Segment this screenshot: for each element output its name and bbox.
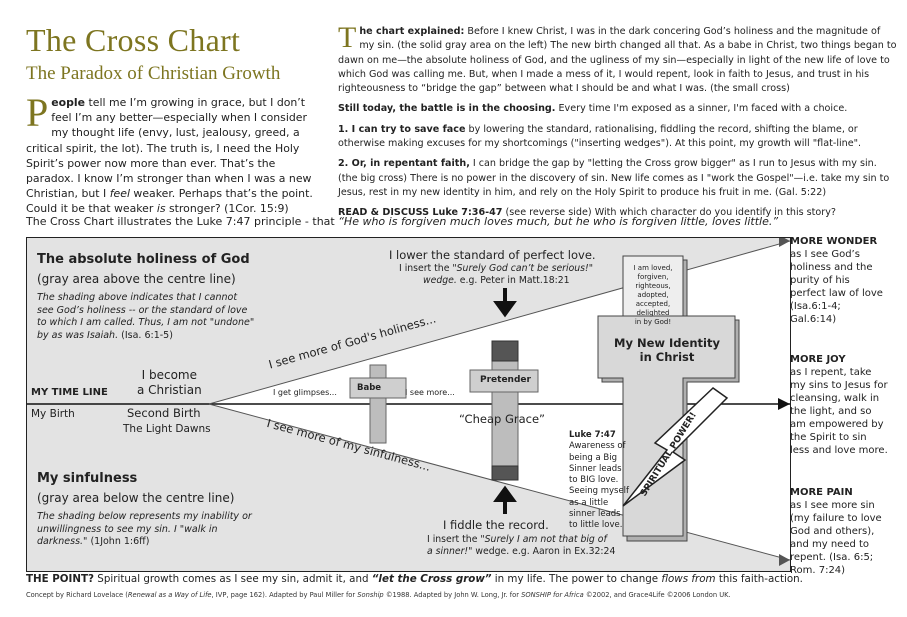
holiness-title: The absolute holiness of God (37, 252, 250, 267)
intro-dropcap: P (26, 90, 49, 135)
glimpses-label: I get glimpses... (273, 388, 337, 397)
principle-line: The Cross Chart illustrates the Luke 7:4… (26, 215, 778, 228)
joy-arrow-icon (778, 398, 790, 410)
explained-text-5: (see reverse side) With which character … (502, 207, 837, 219)
wonder-arrow-icon (779, 238, 790, 247)
identity-list: I am loved,forgiven,righteous,adopted,ac… (633, 264, 673, 326)
cross-chart-diagram: The absolute holiness of God (gray area … (26, 237, 791, 572)
explained-head-3: 1. I can try to save face (338, 123, 466, 135)
pain-arrow-icon (779, 554, 790, 566)
lower-standard-line-2: I insert the "Surely God can’t be seriou… (399, 263, 594, 274)
explained-para-4: 2. Or, in repentant faith, I can bridge … (338, 157, 898, 200)
sinfulness-subtitle: (gray area below the centre line) (37, 491, 235, 505)
sinfulness-shading (27, 404, 790, 571)
principle-text: The Cross Chart illustrates the Luke 7:4… (26, 215, 339, 228)
the-point: THE POINT? Spiritual growth comes as I s… (26, 573, 803, 585)
sinfulness-line (208, 403, 790, 561)
lightning-icon (622, 387, 729, 507)
intro-text-1: tell me I’m growing in grace, but I don’… (26, 96, 312, 201)
lower-standard-title: I lower the standard of perfect love. (389, 248, 596, 262)
sinfulness-note: The shading below represents my inabilit… (37, 511, 252, 547)
lower-standard-line-3: wedge. e.g. Peter in Matt.18:21 (423, 275, 570, 286)
see-more-label: I see more... (405, 388, 455, 397)
credit-line: Concept by Richard Lovelace (Renewal as … (26, 591, 731, 599)
holiness-line (208, 240, 790, 405)
page-subtitle: The Paradox of Christian Growth (26, 63, 281, 84)
page-title: The Cross Chart (26, 22, 241, 58)
second-birth-label: Second Birth (127, 406, 201, 420)
fiddle-record-title: I fiddle the record. (443, 518, 549, 532)
explained-text-3: by lowering the standard, rationalising,… (338, 123, 862, 150)
explained-text-1: Before I knew Christ, I was in the dark … (338, 26, 897, 95)
fiddle-record-line-3: a sinner!" wedge. e.g. Aaron in Ex.32:24 (427, 546, 616, 557)
principle-quote: “He who is forgiven much loves much, but… (338, 215, 779, 228)
explained-head: he chart explained: (359, 26, 465, 37)
explained-head-2: Still today, the battle is in the choosi… (338, 103, 556, 115)
intro-text-3: stronger? (1Cor. 15:9) (165, 202, 289, 216)
babe-cross (349, 364, 407, 444)
pretender-label: Pretender (480, 375, 531, 385)
intro-text-2: weaker. Perhaps that’s the point. Could … (26, 187, 313, 216)
babe-label: Babe (357, 383, 382, 393)
explained-text-2: Every time I'm exposed as a sinner, I'm … (555, 103, 848, 115)
explained-para-5: READ & DISCUSS Luke 7:36-47 (see reverse… (338, 206, 898, 220)
explained-head-5: READ & DISCUSS Luke 7:36-47 (338, 207, 503, 219)
holiness-note-line-3: to which I am called. Thus, I am not "un… (37, 317, 255, 328)
my-birth-label: My Birth (31, 408, 75, 420)
fiddle-record-line-2: I insert the "Surely I am not that big o… (427, 534, 607, 545)
explained-para-2: Still today, the battle is in the choosi… (338, 102, 898, 116)
explained-para-3: 1. I can try to save face by lowering th… (338, 123, 898, 152)
explained-head-4: 2. Or, in repentant faith, (338, 158, 470, 170)
cheap-grace-label: “Cheap Grace” (459, 412, 545, 426)
holiness-note-line-1: The shading above indicates that I canno… (37, 292, 238, 303)
down-arrow-icon (493, 288, 517, 318)
big-identity-cross (597, 255, 740, 542)
side-more-pain: MORE PAIN as I see more sin(my failure t… (790, 487, 882, 576)
holiness-subtitle: (gray area above the centre line) (37, 272, 236, 286)
intro-is: is (156, 202, 166, 216)
holiness-note-line-2: see God’s holiness -- or the standard of… (37, 304, 248, 316)
up-arrow-icon (493, 485, 517, 514)
holiness-shading (27, 238, 790, 404)
intro-lead: eople (51, 96, 86, 109)
light-dawns-label: The Light Dawns (123, 423, 211, 435)
explained-text-4: I can bridge the gap by "letting the Cro… (338, 158, 890, 198)
sinfulness-title: My sinfulness (37, 471, 138, 486)
holiness-note-line-4: by as was Isaiah. (Isa. 6:1-5) (37, 329, 173, 341)
explained-dropcap: T (338, 21, 357, 54)
intro-feel: feel (109, 187, 130, 201)
holiness-note: The shading above indicates that I canno… (37, 292, 254, 342)
pretender-cross (469, 340, 539, 481)
time-line-label: MY TIME LINE (31, 387, 108, 398)
chart-graphics (27, 238, 790, 571)
